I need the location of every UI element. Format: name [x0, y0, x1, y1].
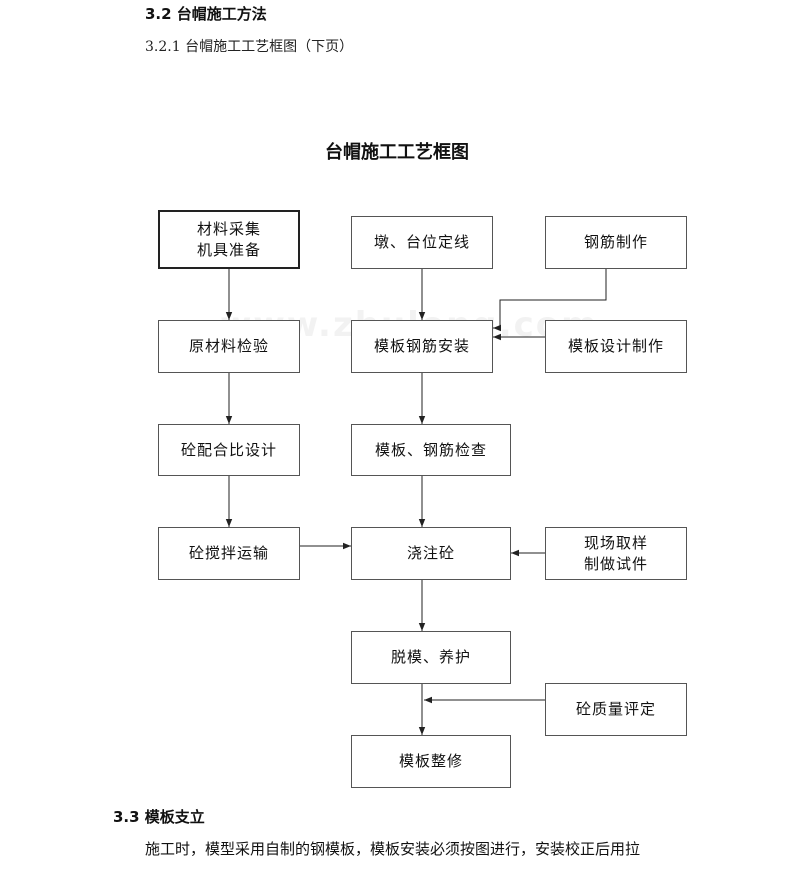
box-materials-preparation: 材料采集 机具准备 [158, 210, 300, 269]
subsection-heading-3-2-1: 3.2.1 台帽施工工艺框图（下页） [145, 39, 354, 55]
paragraph-text: 施工时，模型采用自制的钢模板，模板安装必须按图进行，安装校正后用拉 [145, 840, 641, 858]
box-pour-concrete: 浇注砼 [351, 527, 511, 580]
box-mix-design: 砼配合比设计 [158, 424, 300, 476]
box-formwork-rebar-check: 模板、钢筋检查 [351, 424, 511, 476]
flowchart-title: 台帽施工工艺框图 [325, 142, 469, 163]
box-formwork-rebar-install: 模板钢筋安装 [351, 320, 493, 373]
box-field-sampling: 现场取样 制做试件 [545, 527, 687, 580]
box-concrete-transport: 砼搅拌运输 [158, 527, 300, 580]
section-heading-3-3: 3.3 模板支立 [113, 808, 205, 826]
box-formwork-design: 模板设计制作 [545, 320, 687, 373]
arrow-rebar-to-install [493, 269, 607, 332]
box-pier-layout: 墩、台位定线 [351, 216, 493, 269]
box-quality-evaluation: 砼质量评定 [545, 683, 687, 736]
box-raw-material-inspection: 原材料检验 [158, 320, 300, 373]
section-heading-3-2: 3.2 台帽施工方法 [145, 5, 267, 23]
box-rebar-fabrication: 钢筋制作 [545, 216, 687, 269]
box-demold-cure: 脱模、养护 [351, 631, 511, 684]
box-formwork-repair: 模板整修 [351, 735, 511, 788]
